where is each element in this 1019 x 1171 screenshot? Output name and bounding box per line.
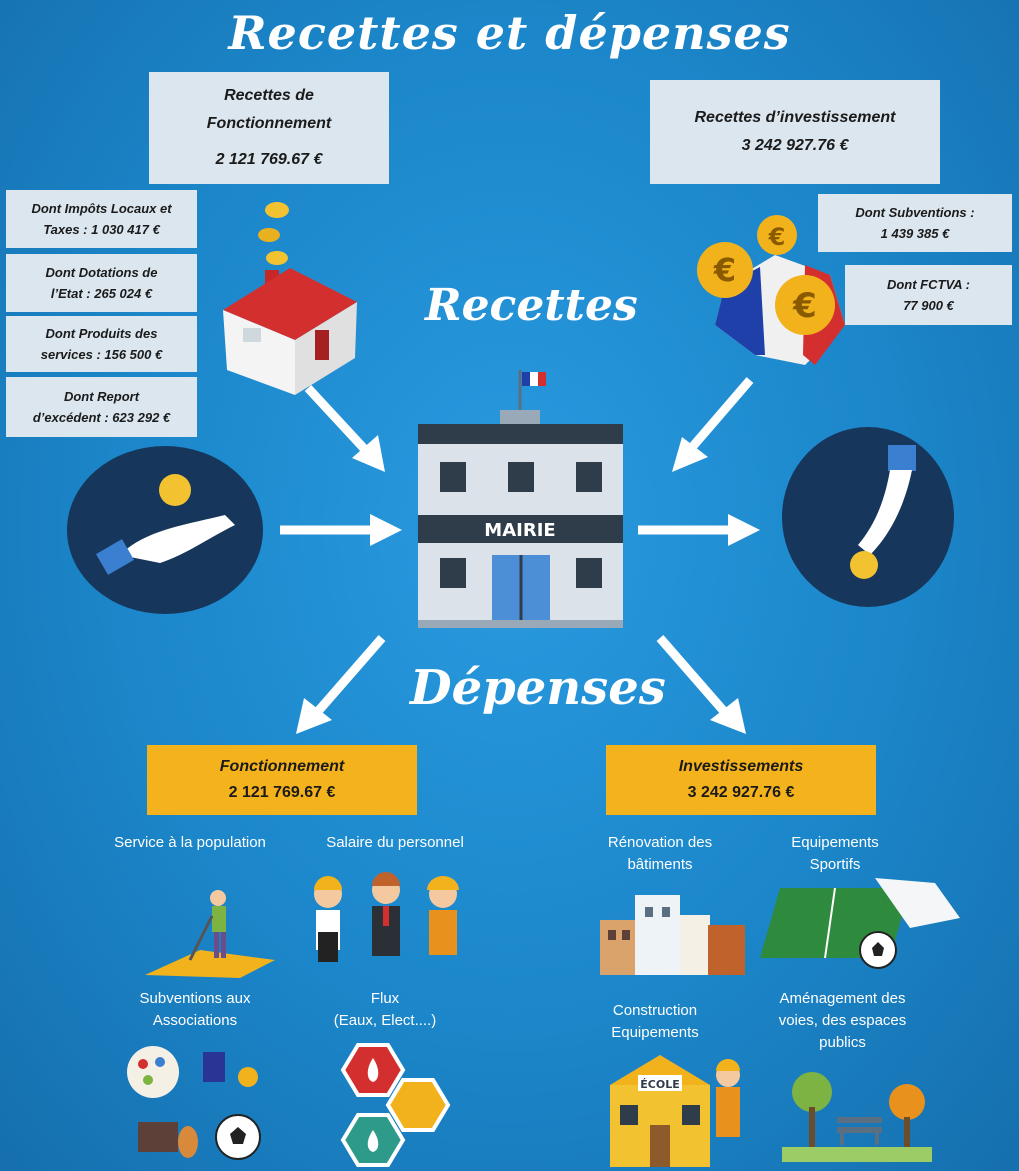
worker-shoveling-icon (145, 890, 275, 978)
arrow-mairie-to-right-circle (638, 514, 760, 546)
sports-field-icon (760, 878, 960, 969)
france-euro-icon: € € € (697, 215, 845, 365)
hand-giving-coin-icon (782, 427, 954, 607)
depenses-fonctionnement-amount: 2 121 769.67 € (228, 784, 336, 801)
svg-text:€: € (768, 223, 786, 251)
arrow-euro-to-mairie (672, 377, 754, 472)
label-equipements-line1: Equipements (791, 834, 879, 851)
recettes-fonctionnement-box: Recettes de Fonctionnement 2 121 769.67 … (149, 72, 389, 184)
label-equipements-line2: Sportifs (809, 856, 861, 873)
label-amenagement-line1: Aménagement des (779, 990, 906, 1007)
label-subventions-line1: Subventions aux (139, 990, 251, 1007)
detail-produits-line2: services : 156 500 € (40, 347, 163, 362)
detail-subventions-line1: Dont Subventions : (855, 205, 975, 220)
detail-fctva-line2: 77 900 € (903, 298, 954, 313)
utilities-flux-icon (340, 1043, 451, 1167)
depenses-title: Dépenses (410, 660, 666, 716)
label-salaire-personnel: Salaire du personnel (300, 832, 490, 854)
mairie-building-icon: MAIRIE (418, 370, 623, 628)
label-amenagement-line2: voies, des espaces (778, 1012, 907, 1029)
detail-produits-line1: Dont Produits des (45, 326, 158, 341)
detail-subventions-box: Dont Subventions : 1 439 385 € (818, 194, 1012, 252)
school-construction-icon: ÉCOLE (610, 1055, 740, 1167)
detail-dotations-line1: Dont Dotations de (45, 265, 158, 280)
label-construction-line2: Equipements (611, 1024, 699, 1041)
detail-impots-box: Dont Impôts Locaux et Taxes : 1 030 417 … (6, 190, 197, 248)
label-renovation-line1: Rénovation des (607, 834, 713, 851)
recettes-investissement-label: Recettes d’investissement (694, 109, 896, 126)
detail-subventions-line2: 1 439 385 € (880, 226, 950, 241)
detail-impots-line1: Dont Impôts Locaux et (31, 201, 172, 216)
recettes-fonctionnement-label-1: Recettes de (224, 87, 314, 104)
svg-text:€: € (792, 286, 817, 326)
detail-produits-box: Dont Produits des services : 156 500 € (6, 316, 197, 372)
detail-report-line1: Dont Report (63, 389, 140, 404)
label-equipements-sportifs: Equipements Sportifs (760, 832, 910, 876)
associations-items-icon (127, 1046, 261, 1160)
buildings-renovation-icon (600, 895, 745, 975)
depenses-investissement-amount: 3 242 927.76 € (687, 784, 795, 801)
detail-dotations-box: Dont Dotations de l’Etat : 265 024 € (6, 254, 197, 312)
label-amenagement-line3: publics (819, 1034, 866, 1051)
svg-text:€: € (713, 251, 736, 289)
label-renovation-batiments: Rénovation des bâtiments (575, 832, 745, 876)
label-subventions-associations: Subventions aux Associations (105, 988, 285, 1032)
detail-fctva-line1: Dont FCTVA : (886, 277, 971, 292)
recettes-title: Recettes (425, 280, 638, 331)
label-amenagement-voies: Aménagement des voies, des espaces publi… (750, 988, 935, 1054)
recettes-investissement-amount: 3 242 927.76 € (741, 137, 849, 154)
depenses-fonctionnement-label: Fonctionnement (219, 758, 345, 775)
hand-receiving-coin-icon (67, 446, 263, 614)
label-service-population: Service à la population (85, 832, 295, 854)
label-subventions-line2: Associations (152, 1012, 238, 1029)
staff-people-icon (314, 872, 459, 962)
detail-fctva-box: Dont FCTVA : 77 900 € (845, 265, 1012, 325)
arrow-house-to-mairie (304, 384, 385, 472)
mairie-label: MAIRIE (484, 520, 555, 541)
depenses-investissement-label: Investissements (678, 758, 804, 775)
house-coins-icon (223, 202, 357, 395)
recettes-fonctionnement-label-2: Fonctionnement (206, 115, 332, 132)
public-park-icon (782, 1072, 932, 1162)
arrow-mairie-to-fonctionnement (296, 635, 386, 734)
depenses-investissement-box: Investissements 3 242 927.76 € (606, 745, 876, 815)
detail-dotations-line2: l’Etat : 265 024 € (50, 286, 153, 301)
detail-report-line2: d’excédent : 623 292 € (32, 410, 171, 425)
recettes-investissement-box: Recettes d’investissement 3 242 927.76 € (650, 80, 940, 184)
recettes-fonctionnement-amount: 2 121 769.67 € (215, 151, 323, 168)
label-salaire-personnel-text: Salaire du personnel (326, 834, 464, 851)
arrow-left-circle-to-mairie (280, 514, 402, 546)
label-flux-line2: (Eaux, Elect....) (333, 1012, 437, 1029)
arrow-mairie-to-investissements (656, 635, 746, 734)
label-flux: Flux (Eaux, Elect....) (300, 988, 470, 1032)
label-flux-line1: Flux (370, 990, 400, 1007)
page-title: Recettes et dépenses (228, 6, 791, 60)
depenses-fonctionnement-box: Fonctionnement 2 121 769.67 € (147, 745, 417, 815)
detail-impots-line2: Taxes : 1 030 417 € (43, 222, 160, 237)
school-sign-label: ÉCOLE (640, 1078, 679, 1091)
label-renovation-line2: bâtiments (627, 856, 693, 873)
label-construction-equipements: Construction Equipements (580, 1000, 730, 1044)
label-construction-line1: Construction (612, 1002, 698, 1019)
detail-report-box: Dont Report d’excédent : 623 292 € (6, 377, 197, 437)
label-service-population-text: Service à la population (114, 834, 266, 851)
